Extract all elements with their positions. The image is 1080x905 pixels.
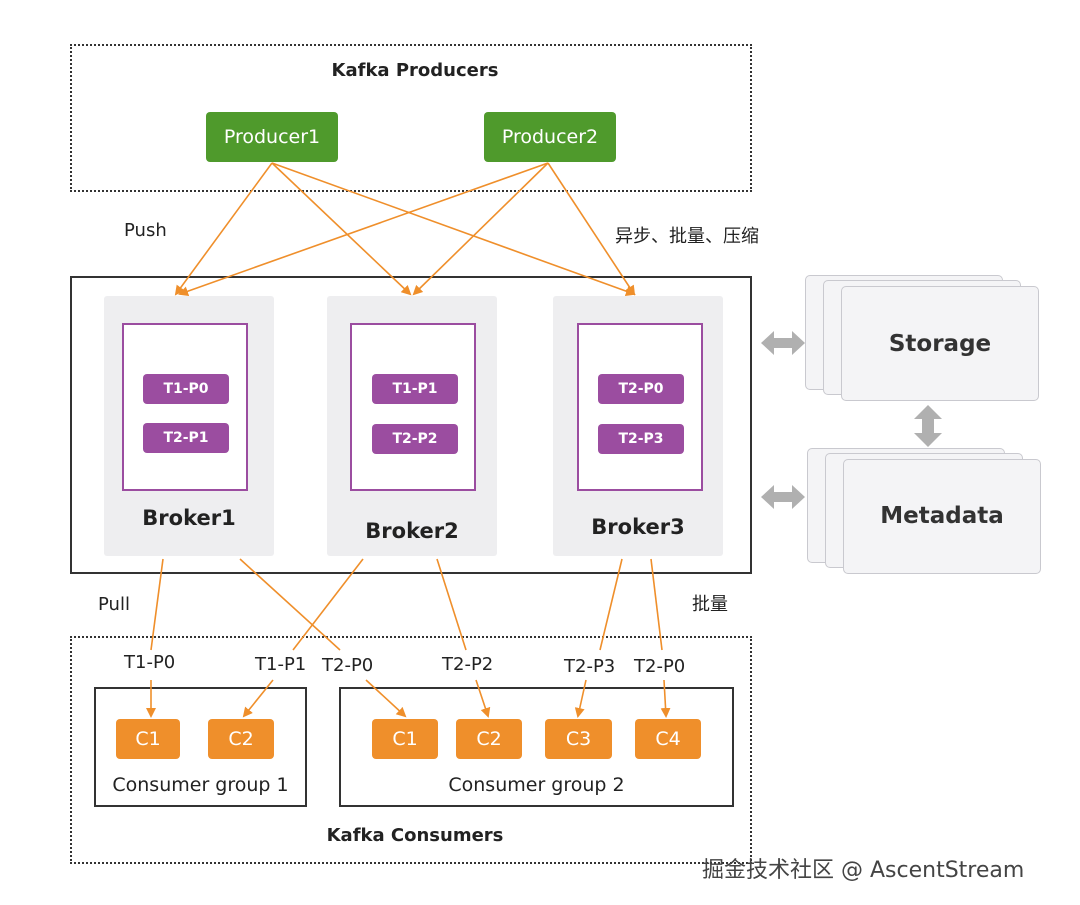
arrow-b2-g2c2	[436, 558, 467, 651]
flow-label-5: T2-P3	[564, 656, 616, 677]
flow-label-4: T2-P2	[442, 654, 494, 675]
arrow-b3-g2c4	[650, 558, 663, 651]
storage-metadata-double-arrow	[914, 405, 942, 447]
consumer-group-2-box	[339, 687, 734, 807]
group2-consumer-3: C3	[545, 719, 612, 759]
producers-title: Kafka Producers	[331, 60, 499, 81]
group2-consumer-4: C4	[635, 719, 701, 759]
broker1-label: Broker1	[142, 506, 236, 530]
broker1-partition-2: T2-P1	[143, 423, 229, 453]
flow-label-2: T1-P1	[255, 654, 307, 675]
group1-consumer-1: C1	[116, 719, 180, 759]
metadata-label: Metadata	[880, 503, 1004, 529]
watermark: 掘金技术社区 @ AscentStream	[702, 858, 1025, 883]
storage-label: Storage	[888, 331, 992, 357]
arrow-p2-b1	[178, 162, 549, 297]
producer1-node: Producer1	[206, 112, 338, 162]
consumers-title: Kafka Consumers	[326, 825, 504, 846]
arrow-p1-b3	[271, 162, 636, 296]
storage-card-front	[841, 286, 1039, 401]
metadata-link-double-arrow	[761, 485, 805, 509]
arrow-g2c2-tip	[475, 679, 491, 718]
broker2-topic-frame	[350, 323, 476, 491]
push-label: Push	[124, 220, 167, 241]
arrow-p1-b2	[271, 162, 412, 296]
arrow-b1-g2c1	[239, 558, 341, 651]
consumer-group-2-label: Consumer group 2	[448, 774, 625, 796]
flow-label-6: T2-P0	[634, 656, 686, 677]
group1-consumer-2: C2	[208, 719, 274, 759]
consumer-group-1-box	[94, 687, 307, 807]
producer2-node: Producer2	[484, 112, 616, 162]
arrow-g2c3-tip	[574, 679, 587, 718]
storage-link-double-arrow	[761, 331, 805, 355]
metadata-card-front	[843, 459, 1041, 574]
arrow-p1-b1	[174, 162, 273, 296]
arrow-p2-b2	[412, 162, 549, 296]
broker1-topic-frame	[122, 323, 248, 491]
group2-consumer-1: C1	[372, 719, 438, 759]
arrow-p2-b3	[547, 162, 636, 296]
flow-label-3: T2-P0	[322, 655, 374, 676]
consumers-region	[70, 636, 752, 864]
producers-region	[70, 44, 752, 192]
broker3-topic-frame	[577, 323, 703, 491]
broker2-partition-2: T2-P2	[372, 424, 458, 454]
broker3-label: Broker3	[591, 515, 685, 539]
pull-label: Pull	[98, 594, 130, 615]
broker2-partition-1: T1-P1	[372, 374, 458, 404]
push-notes-label: 异步、批量、压缩	[615, 226, 759, 247]
broker1-partition-1: T1-P0	[143, 374, 229, 404]
arrow-b1-g1c1	[150, 558, 164, 651]
pull-notes-label: 批量	[692, 594, 728, 615]
arrow-g1c2-tip	[242, 679, 274, 718]
arrow-g2c1-tip	[365, 679, 407, 718]
arrow-g2c4-tip	[660, 679, 671, 718]
broker3-partition-1: T2-P0	[598, 374, 684, 404]
broker2-label: Broker2	[365, 519, 459, 543]
broker-cluster	[70, 276, 752, 574]
arrow-b2-g1c2	[292, 558, 364, 651]
arrow-b3-g2c3	[599, 558, 623, 651]
broker3-partition-2: T2-P3	[598, 424, 684, 454]
group2-consumer-2: C2	[456, 719, 522, 759]
consumer-group-1-label: Consumer group 1	[112, 774, 289, 796]
flow-label-1: T1-P0	[124, 652, 176, 673]
